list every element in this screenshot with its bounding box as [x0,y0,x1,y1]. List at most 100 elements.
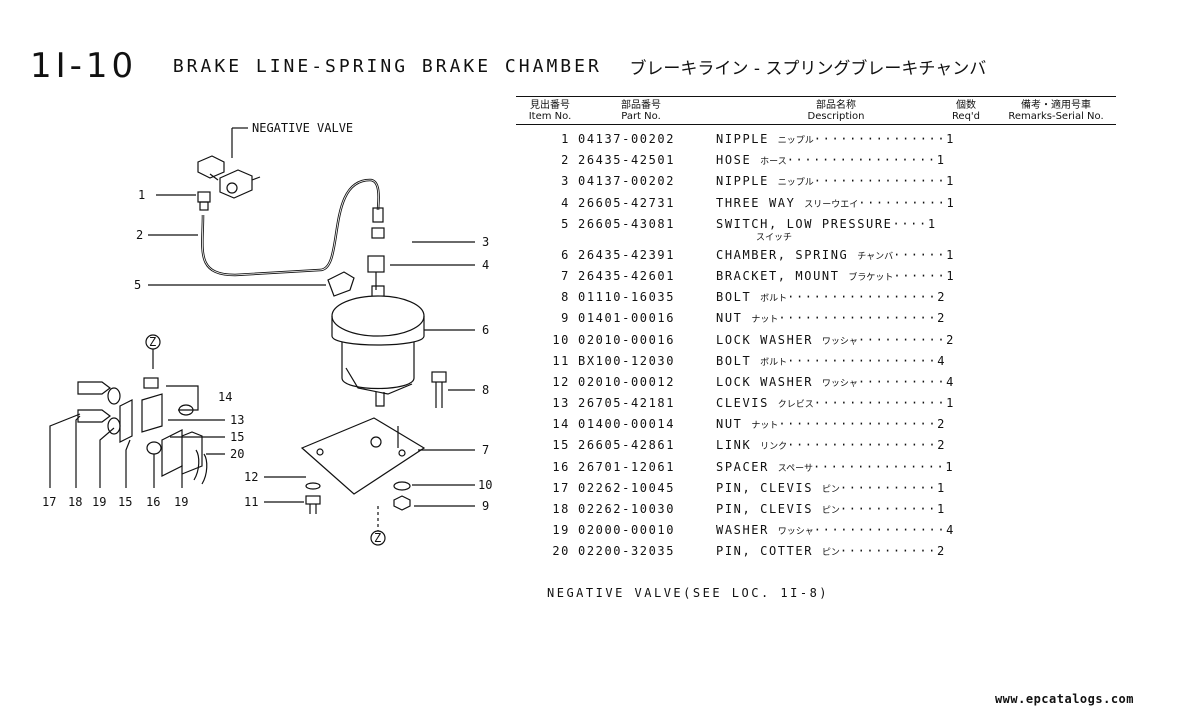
description-en: NIPPLE [716,132,769,146]
section-title: BRAKE LINE-SPRING BRAKE CHAMBER [172,55,602,77]
cell-quantity: 1 [937,480,946,495]
description-jp: ワッシャ [821,336,858,347]
dot-leader: ················· [787,438,938,453]
cell-item-no: 17 [552,480,570,495]
cell-item-no: 19 [552,523,570,538]
cell-description: PIN, CLEVIS ピン···········1 [716,481,946,495]
description-en: WASHER [716,523,769,538]
cell-description: PIN, CLEVIS ピン···········1 [716,502,946,516]
callout-9: 9 [482,499,489,513]
mark-z-bottom: Z [374,531,381,545]
description-en: LINK [716,438,752,453]
description-jp: リンク [760,442,788,453]
description-jp: ナット [751,421,779,432]
dot-leader: ··············· [813,396,947,411]
cell-part-no: 26435-42601 [578,268,676,283]
callout-19-bottom: 19 [174,495,188,509]
cell-item-no: 5 [561,216,570,231]
cell-quantity: 2 [937,438,947,453]
description-en: PIN, CLEVIS [716,480,814,495]
cell-part-no: 26701-12061 [578,459,676,474]
top-rule [516,96,1116,97]
cell-part-no: 04137-00202 [578,174,676,189]
cell-part-no: 26705-42181 [578,396,676,411]
cell-item-no: 15 [552,438,570,453]
description-jp: ピン [821,484,840,495]
cell-quantity: 1 [936,153,946,168]
cell-item-no: 10 [552,332,570,347]
callout-2: 2 [136,228,143,242]
cell-description: WASHER ワッシャ···············4 [716,523,955,537]
cell-part-no: BX100-12030 [578,353,676,368]
callout-12: 12 [244,470,258,484]
cell-quantity: 2 [937,544,946,559]
dot-leader: ················· [786,153,937,168]
dot-leader: ··········· [839,502,937,516]
dot-leader: ·········· [857,332,947,347]
cell-part-no: 01110-16035 [578,290,676,305]
description-en: NUT [716,311,743,326]
description-jp: スリーウエイ [804,199,859,210]
cell-quantity: 1 [927,216,937,231]
dot-leader: ··············· [813,174,947,189]
footer-url[interactable]: www.epcatalogs.com [994,692,1134,706]
description-en: SWITCH, LOW PRESSURE [716,216,893,231]
cell-item-no: 12 [552,374,570,389]
dot-leader: ······ [893,268,947,283]
callout-6: 6 [482,323,489,337]
cell-quantity: 1 [946,268,956,283]
cell-part-no: 02010-00016 [578,332,676,347]
cell-part-no: 26605-43081 [578,216,676,231]
dot-leader: ······ [893,247,947,262]
callout-15: 15 [230,430,244,444]
cell-quantity: 1 [946,195,956,210]
callout-11: 11 [244,495,258,509]
description-en: BOLT [716,290,752,305]
cell-description: THREE WAY スリーウエイ··········1 [716,196,955,210]
cell-description: BRACKET, MOUNT ブラケット······1 [716,269,955,283]
description-en: THREE WAY [716,195,796,210]
cell-item-no: 6 [561,247,570,262]
cell-item-no: 7 [561,268,570,283]
note: NEGATIVE VALVE(SEE LOC. 1I-8) [547,586,830,600]
cell-item-no: 13 [552,396,570,411]
negative-valve-drawing [197,155,261,199]
cell-part-no: 01401-00016 [578,311,676,326]
cell-item-no: 18 [552,502,570,516]
cell-quantity: 2 [946,332,955,347]
description-en: CHAMBER, SPRING [716,247,849,262]
mark-z-top: Z [149,335,156,349]
cell-quantity: 1 [946,396,955,411]
section-number: 1I-10 [30,46,138,86]
callout-20: 20 [230,447,244,461]
description-sub-jp: スイッチ [756,232,793,243]
description-jp: ボルト [760,294,788,305]
dot-leader: ················· [787,353,938,368]
exploded-diagram: NEGATIVE VALVE 1 2 3 4 5 6 7 8 9 10 11 1… [42,121,492,546]
cell-item-no: 9 [561,311,570,326]
cell-description: LOCK WASHER ワッシャ··········4 [716,375,955,389]
cell-description: HOSE ホース·················1 [716,153,946,167]
description-en: NUT [716,417,743,432]
callout-16: 16 [146,495,160,509]
dot-leader: ················· [787,290,938,305]
cell-quantity: 2 [937,417,946,432]
cell-description: SWITCH, LOW PRESSURE····1 [716,217,937,231]
